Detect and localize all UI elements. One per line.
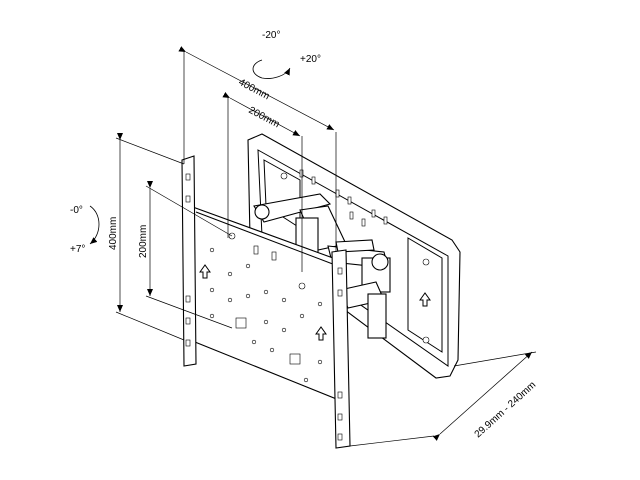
frame-slots [299,169,388,227]
swivel-plus: +20° [300,54,321,65]
left-post [181,155,197,367]
tilt-plus: +7° [70,244,85,255]
dim-label: 400mm [237,77,272,102]
dim-label: 200mm [247,105,282,130]
tilt-arrow-icon [89,205,100,245]
wall-plate [189,205,345,403]
dim-label: 200mm [138,225,149,258]
dim-400mm-left: 400mm [108,133,185,341]
plate-holes [209,247,323,383]
up-arrow-icon [315,326,327,341]
dim-label: 400mm [108,217,119,250]
swivel-minus: -20° [262,30,280,41]
up-arrow-icon [419,292,431,307]
dim-label: 29.9mm - 240mm [473,380,539,441]
rotate-cw-arrow-icon [252,59,291,79]
tilt-indicator: -0° +7° [70,205,100,255]
dim-200mm-left: 200mm [138,181,233,329]
up-arrow-icon [199,264,211,279]
tilt-minus: -0° [70,205,83,216]
swivel-indicator: -20° +20° [252,30,321,79]
